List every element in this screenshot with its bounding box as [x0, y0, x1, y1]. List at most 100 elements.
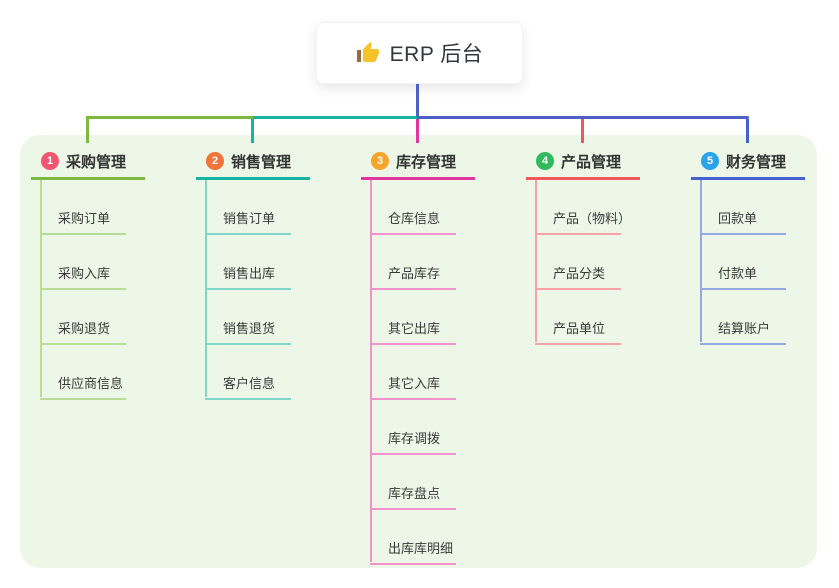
child-underline-connector	[40, 343, 126, 345]
branch-children: 回款单 付款单 结算账户	[691, 180, 805, 345]
branch-drop-connector	[251, 119, 254, 143]
child-item[interactable]: 产品分类	[526, 235, 640, 290]
child-item[interactable]: 回款单	[691, 180, 805, 235]
child-label: 其它入库	[388, 376, 441, 391]
branch-header[interactable]: 5 财务管理	[691, 148, 805, 180]
branch-children-line	[370, 180, 372, 562]
branch-children: 采购订单 采购入库 采购退货 供应商信息	[31, 180, 145, 400]
child-item[interactable]: 采购入库	[31, 235, 145, 290]
child-label: 库存盘点	[388, 486, 441, 501]
child-underline-connector	[700, 343, 786, 345]
child-underline-connector	[205, 343, 291, 345]
branch-badge: 2	[206, 152, 224, 170]
branch-badge: 4	[536, 152, 554, 170]
root-node-label: ERP 后台	[389, 43, 484, 66]
branch-header[interactable]: 3 库存管理	[361, 148, 475, 180]
branch-column: 2 销售管理 销售订单 销售出库 销售退货 客户信息	[196, 148, 310, 400]
branch-title: 财务管理	[726, 153, 787, 171]
child-item[interactable]: 其它入库	[361, 345, 475, 400]
child-underline-connector	[40, 288, 126, 290]
branch-column: 1 采购管理 采购订单 采购入库 采购退货 供应商信息	[31, 148, 145, 400]
child-label: 产品分类	[553, 266, 606, 281]
child-item[interactable]: 付款单	[691, 235, 805, 290]
child-label: 产品单位	[553, 321, 606, 336]
child-item[interactable]: 销售订单	[196, 180, 310, 235]
branch-title: 销售管理	[231, 153, 292, 171]
child-underline-connector	[535, 343, 621, 345]
branch-drop-connector	[416, 119, 419, 143]
branch-bus-segment	[86, 116, 253, 119]
branch-drop-connector	[746, 119, 749, 143]
branch-header[interactable]: 4 产品管理	[526, 148, 640, 180]
child-underline-connector	[370, 508, 456, 510]
child-underline-connector	[205, 398, 291, 400]
child-underline-connector	[700, 288, 786, 290]
child-item[interactable]: 结算账户	[691, 290, 805, 345]
branch-drop-connector	[86, 119, 89, 143]
branch-header[interactable]: 2 销售管理	[196, 148, 310, 180]
child-label: 采购退货	[58, 321, 111, 336]
child-item[interactable]: 仓库信息	[361, 180, 475, 235]
child-underline-connector	[370, 288, 456, 290]
branch-panel	[20, 135, 817, 568]
child-label: 仓库信息	[388, 211, 441, 226]
child-label: 产品库存	[388, 266, 441, 281]
branch-title: 采购管理	[66, 153, 127, 171]
child-item[interactable]: 其它出库	[361, 290, 475, 345]
child-item[interactable]: 库存盘点	[361, 455, 475, 510]
child-label: 采购订单	[58, 211, 111, 226]
branch-badge: 5	[701, 152, 719, 170]
branch-badge: 3	[371, 152, 389, 170]
child-item[interactable]: 销售退货	[196, 290, 310, 345]
child-label: 销售出库	[223, 266, 276, 281]
child-label: 库存调拨	[388, 431, 441, 446]
child-underline-connector	[205, 288, 291, 290]
branch-header[interactable]: 1 采购管理	[31, 148, 145, 180]
child-underline-connector	[205, 233, 291, 235]
branch-drop-connector	[581, 119, 584, 143]
branch-children-line	[535, 180, 537, 342]
child-underline-connector	[535, 288, 621, 290]
child-label: 回款单	[718, 211, 758, 226]
branch-bus-segment	[253, 116, 417, 119]
branch-children: 销售订单 销售出库 销售退货 客户信息	[196, 180, 310, 400]
branch-bus-segment	[417, 116, 749, 119]
branch-column: 5 财务管理 回款单 付款单 结算账户	[691, 148, 805, 345]
child-item[interactable]: 产品库存	[361, 235, 475, 290]
child-label: 其它出库	[388, 321, 441, 336]
root-connector	[416, 84, 419, 119]
branch-title: 库存管理	[396, 153, 457, 171]
child-label: 销售订单	[223, 211, 276, 226]
child-label: 客户信息	[223, 376, 276, 391]
child-item[interactable]: 产品单位	[526, 290, 640, 345]
child-item[interactable]: 客户信息	[196, 345, 310, 400]
child-underline-connector	[535, 233, 621, 235]
branch-badge: 1	[41, 152, 59, 170]
thumbs-up-icon	[356, 42, 379, 62]
branch-column: 4 产品管理 产品（物料） 产品分类 产品单位	[526, 148, 640, 345]
child-item[interactable]: 供应商信息	[31, 345, 145, 400]
child-label: 产品（物料）	[553, 211, 632, 226]
child-item[interactable]: 采购订单	[31, 180, 145, 235]
child-label: 销售退货	[223, 321, 276, 336]
child-label: 结算账户	[718, 321, 771, 336]
child-underline-connector	[40, 398, 126, 400]
branch-children: 仓库信息 产品库存 其它出库 其它入库 库存调拨 库存盘点 出库库明细	[361, 180, 475, 565]
branch-children: 产品（物料） 产品分类 产品单位	[526, 180, 640, 345]
child-underline-connector	[40, 233, 126, 235]
child-item[interactable]: 产品（物料）	[526, 180, 640, 235]
child-item[interactable]: 采购退货	[31, 290, 145, 345]
child-underline-connector	[370, 453, 456, 455]
child-underline-connector	[370, 233, 456, 235]
child-underline-connector	[370, 398, 456, 400]
branch-title: 产品管理	[561, 153, 622, 171]
child-underline-connector	[370, 343, 456, 345]
child-underline-connector	[370, 563, 456, 565]
child-item[interactable]: 库存调拨	[361, 400, 475, 455]
branch-column: 3 库存管理 仓库信息 产品库存 其它出库 其它入库 库存调拨 库存盘点 出库库…	[361, 148, 475, 565]
child-item[interactable]: 销售出库	[196, 235, 310, 290]
root-node[interactable]: ERP 后台	[316, 22, 523, 84]
child-label: 付款单	[718, 266, 758, 281]
child-item[interactable]: 出库库明细	[361, 510, 475, 565]
